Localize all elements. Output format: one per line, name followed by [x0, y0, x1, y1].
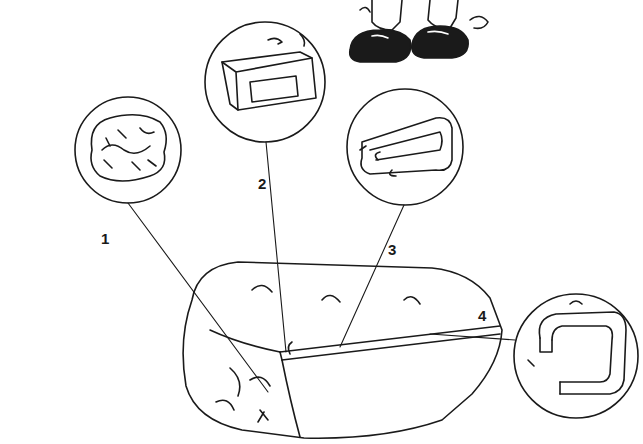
- channel-detail: [222, 34, 316, 110]
- callout-number: 4: [478, 308, 486, 323]
- cartoon-figure: [350, 0, 488, 62]
- bag-body: [183, 262, 502, 438]
- callout-number: 2: [258, 176, 266, 191]
- callout-number: 1: [101, 231, 109, 246]
- leader-lines: [128, 142, 515, 392]
- detail-circles: [75, 22, 638, 418]
- fabric-detail: [91, 115, 166, 181]
- callout-number: 3: [388, 242, 396, 257]
- seam-detail: [360, 118, 452, 176]
- bracket-detail: [528, 301, 626, 394]
